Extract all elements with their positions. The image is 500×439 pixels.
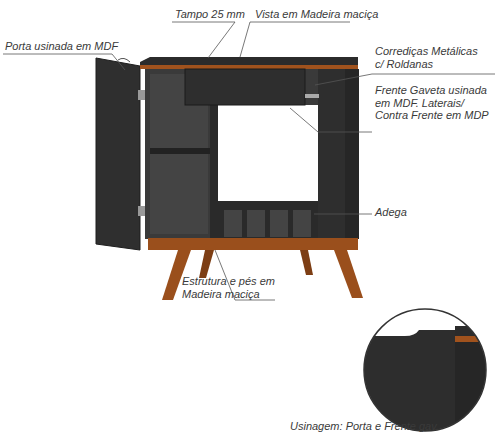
rack-cell bbox=[293, 210, 311, 237]
base-frame bbox=[148, 238, 358, 250]
side-panel bbox=[345, 69, 359, 239]
leader-line bbox=[290, 108, 372, 132]
wood-edge bbox=[140, 65, 358, 69]
rack-cell bbox=[224, 210, 242, 237]
rack-cell bbox=[270, 210, 288, 237]
rack-cell bbox=[247, 210, 265, 237]
slide-rail bbox=[305, 94, 319, 98]
rack-label: Adega bbox=[375, 206, 435, 219]
door-label: Porta usinada em MDF bbox=[5, 40, 145, 53]
zoom-detail bbox=[360, 300, 500, 439]
body bbox=[145, 69, 345, 239]
leader-line bbox=[240, 22, 350, 57]
leg bbox=[334, 250, 363, 298]
door-notch bbox=[118, 58, 130, 62]
edge-label: Vista em Madeira maciça bbox=[255, 8, 405, 21]
drawer bbox=[185, 69, 305, 105]
leader-line bbox=[314, 214, 372, 215]
detail-caption: Usinagem: Porta e Frente gav. bbox=[290, 420, 496, 433]
drawer-label: Frente Gaveta usinada em MDF. Laterais/ … bbox=[375, 84, 497, 122]
right-frame bbox=[318, 69, 345, 239]
leader-line bbox=[172, 22, 235, 58]
shelf bbox=[150, 148, 210, 154]
leg bbox=[300, 250, 313, 275]
top-slab bbox=[140, 57, 358, 65]
zoom-circle bbox=[364, 309, 486, 431]
hinge bbox=[138, 206, 146, 216]
door bbox=[96, 58, 140, 250]
base-label: Estrutura e pés em Madeira maciça bbox=[182, 275, 292, 300]
top-label: Tampo 25 mm bbox=[175, 8, 255, 21]
hinge bbox=[138, 90, 146, 100]
wine-rack bbox=[218, 201, 318, 239]
leg bbox=[199, 250, 214, 278]
slide-label: Corrediças Metálicas c/ Roldanas bbox=[375, 45, 485, 70]
leader-line bbox=[3, 54, 125, 70]
leader-line bbox=[315, 74, 495, 85]
